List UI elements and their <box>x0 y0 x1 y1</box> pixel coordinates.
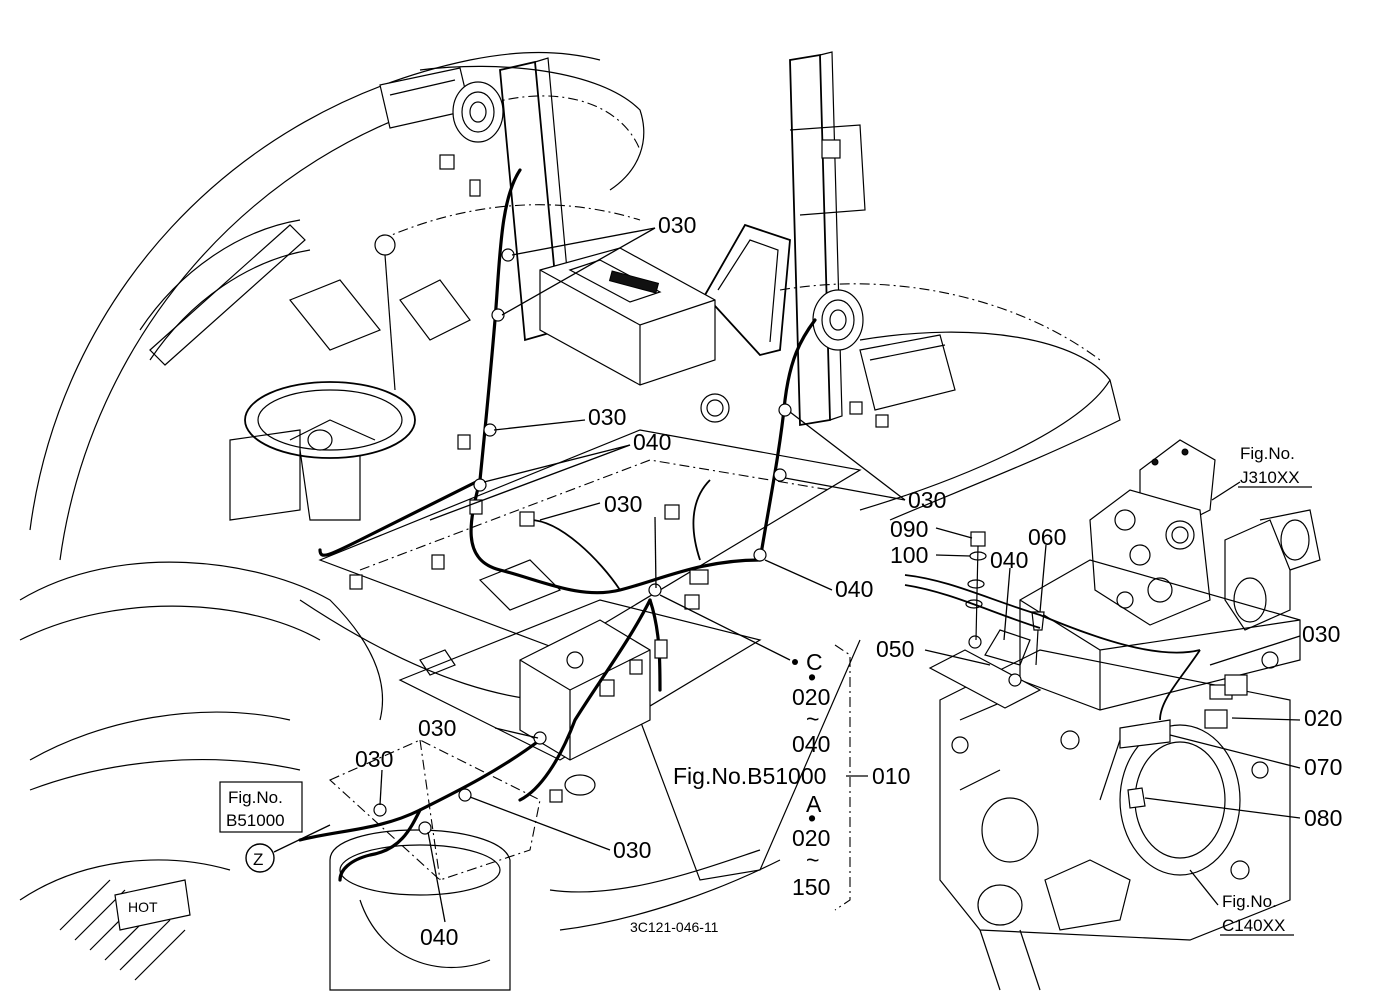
hot-warning-plate: HOT <box>114 879 191 931</box>
ref-c-marker: C <box>806 649 823 675</box>
steering-wheel <box>229 381 416 521</box>
callout-100: 100 <box>890 542 928 568</box>
callout-070: 070 <box>1304 754 1342 780</box>
callout-040-detail: 040 <box>990 547 1028 573</box>
callout-040-right: 040 <box>835 576 873 602</box>
ref-dot-2: • <box>808 805 816 831</box>
right-work-lamp <box>812 289 956 428</box>
left-work-lamp <box>379 67 504 197</box>
ref-a-from: 020 <box>792 825 830 851</box>
ref-c-to: 040 <box>792 731 830 757</box>
callout-030-mid-left: 030 <box>588 404 626 430</box>
callout-040-mid: 040 <box>633 429 671 455</box>
callout-030-right: 030 <box>908 487 946 513</box>
detail-callouts: 090 100 040 060 050 030 020 070 080 Fig.… <box>876 444 1342 936</box>
ref-a-marker: A <box>806 791 822 817</box>
detail-fig-top-line1: Fig.No. <box>1240 444 1295 463</box>
left-fig-label-line2: B51000 <box>226 811 285 830</box>
callout-090: 090 <box>890 516 928 542</box>
ref-tilde-1: ~ <box>806 706 819 732</box>
ref-fig-b51000: Fig.No.B51000 <box>673 763 826 789</box>
callout-020: 020 <box>1304 705 1342 731</box>
ref-dot-1: • <box>808 664 816 690</box>
callout-010: 010 <box>872 763 910 789</box>
ref-c-from: 020 <box>792 684 830 710</box>
callout-050: 050 <box>876 636 914 662</box>
center-console <box>539 247 716 386</box>
harness-clamps <box>373 248 792 835</box>
callout-060: 060 <box>1028 524 1066 550</box>
callout-030-bottom: 030 <box>613 837 651 863</box>
detail-leaders <box>924 481 1301 906</box>
left-fig-reference: Fig.No. B51000 Z <box>219 781 331 873</box>
callout-leaders <box>379 227 906 923</box>
callout-030-detail: 030 <box>1302 621 1340 647</box>
detail-fig-top-line2: J310XX <box>1240 468 1300 487</box>
tractor-body-outline <box>19 51 1121 991</box>
drawing-code: 3C121-046-11 <box>630 919 719 935</box>
ref-a-to: 150 <box>792 874 830 900</box>
callout-030-lower-left: 030 <box>355 746 393 772</box>
detail-fig-bottom-line1: Fig.No. <box>1222 892 1277 911</box>
callout-040-bottom: 040 <box>420 924 458 950</box>
reference-block: C • 020 ~ 040 Fig.No.B51000 A • 020 ~ 15… <box>673 649 830 900</box>
harness-connectors <box>349 434 709 803</box>
detail-view <box>904 439 1321 991</box>
callout-030-top: 030 <box>658 212 696 238</box>
callout-030-lower-mid: 030 <box>418 715 456 741</box>
ref-tilde-2: ~ <box>806 847 819 873</box>
main-callouts: 030 030 040 030 030 040 030 030 030 040 … <box>355 212 946 950</box>
left-fig-label-line1: Fig.No. <box>228 788 283 807</box>
hot-plate-text: HOT <box>128 899 158 915</box>
z-marker-circle <box>245 843 275 873</box>
detail-fig-bottom-line2: C140XX <box>1222 916 1285 935</box>
z-marker-text: Z <box>253 850 263 869</box>
callout-030-center: 030 <box>604 491 642 517</box>
grille <box>59 879 186 981</box>
callout-080: 080 <box>1304 805 1342 831</box>
